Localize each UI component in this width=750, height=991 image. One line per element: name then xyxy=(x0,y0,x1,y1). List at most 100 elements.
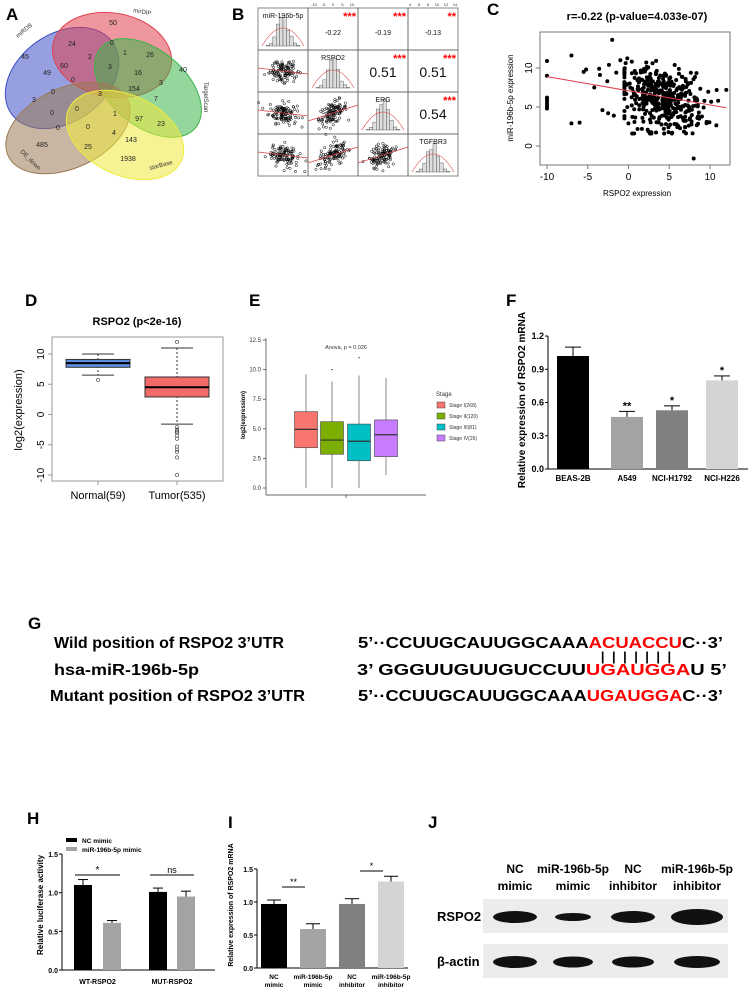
legend-label: miR-196b-5p mimic xyxy=(82,847,142,854)
scatter-point xyxy=(577,120,582,125)
protein-band xyxy=(612,956,654,968)
scatter-point xyxy=(389,150,393,154)
scatter-point xyxy=(328,118,332,122)
scatter-point xyxy=(618,58,623,63)
lane-label: mimic xyxy=(498,879,533,893)
sequence-suffix: U 5’ xyxy=(690,662,727,679)
western-blot: NCmimicmiR-196b-5pmimicNCinhibitormiR-19… xyxy=(437,862,733,978)
scatter-point xyxy=(288,162,292,165)
scatter-point xyxy=(622,96,627,101)
lane-label: miR-196b-5p xyxy=(537,862,609,876)
box xyxy=(320,421,344,455)
scatter-point xyxy=(328,147,332,151)
scatter-point xyxy=(282,120,286,124)
y-tick-label: 5 xyxy=(524,104,535,110)
sequence-row-label: hsa-miR-196b-5p xyxy=(54,662,199,679)
scatter-point xyxy=(261,106,265,110)
protein-band xyxy=(674,956,720,968)
scatter-point xyxy=(294,160,298,164)
scatter-point xyxy=(652,87,657,92)
venn-region-count: 4 xyxy=(112,130,116,137)
scatter-point xyxy=(630,86,635,91)
scatter-point xyxy=(277,72,281,75)
scatter-point xyxy=(724,87,729,92)
scatter-point xyxy=(660,98,665,103)
venn-region-count: 97 xyxy=(135,116,143,123)
x-tick-label: MUT-RSPO2 xyxy=(152,979,193,986)
scatter-point xyxy=(394,145,398,149)
scatter-point xyxy=(324,132,328,136)
scatter-point xyxy=(661,126,666,131)
scatter-point xyxy=(597,73,602,78)
scatter-point xyxy=(287,100,291,103)
scatter-point xyxy=(381,147,385,151)
histogram-bar xyxy=(332,58,337,89)
scatter-point xyxy=(384,144,387,148)
scatter-point xyxy=(337,154,341,158)
scatter-point xyxy=(330,114,334,118)
scatter-point xyxy=(286,159,290,163)
scatter-point xyxy=(683,114,688,119)
histogram-bar xyxy=(422,163,427,173)
scatter-point xyxy=(693,103,698,108)
bar xyxy=(378,881,404,968)
y-tick-label: -10 xyxy=(36,467,47,482)
venn-region-count: 3 xyxy=(108,64,112,71)
scatter-point xyxy=(339,143,342,147)
scatter-point xyxy=(280,115,284,119)
scatter-point xyxy=(276,157,280,161)
scatter-point xyxy=(656,91,661,96)
scatter-point xyxy=(701,105,706,110)
scatter-point xyxy=(622,72,627,77)
scatter-point xyxy=(271,72,275,76)
legend-swatch xyxy=(436,423,446,431)
x-tick-label: Tumor(535) xyxy=(148,490,205,502)
histogram-bar xyxy=(393,126,397,131)
legend-label: Stage IV(26) xyxy=(449,436,477,442)
protein-band xyxy=(671,909,723,925)
scatter-point xyxy=(681,129,686,134)
scatter-point xyxy=(276,62,280,66)
scatter-point xyxy=(642,69,647,74)
scatter-point xyxy=(333,119,337,123)
scatter-point xyxy=(688,116,693,121)
scatter-point xyxy=(637,107,642,112)
tick-label: 0 xyxy=(332,2,335,7)
scatter-point xyxy=(333,155,336,159)
variable-label: RSPO2 xyxy=(321,55,345,62)
y-tick-label: 1.5 xyxy=(48,852,58,859)
scatter-point xyxy=(272,156,276,160)
scatter-point xyxy=(704,121,709,126)
scatter-point xyxy=(665,115,670,120)
scatter-point xyxy=(656,81,661,86)
scatter-point xyxy=(647,131,652,136)
scatter-point xyxy=(649,113,654,118)
scatter-point xyxy=(333,104,337,108)
scatter-point xyxy=(338,103,342,107)
significance-label: ** xyxy=(290,877,298,887)
y-tick-label: 0.5 xyxy=(243,933,253,940)
scatter-point xyxy=(291,105,295,109)
scatter-point xyxy=(287,123,291,127)
y-tick-label: 1.2 xyxy=(531,331,544,341)
density-curve xyxy=(311,69,355,89)
scatter-point xyxy=(293,122,296,126)
y-tick-label: 10.0 xyxy=(249,368,261,374)
scatter-point xyxy=(271,151,275,155)
y-tick-label: -5 xyxy=(36,440,47,449)
scatter-point xyxy=(696,121,701,126)
scatter-point xyxy=(286,67,290,71)
panel-label-a: A xyxy=(6,5,18,24)
scatter-point xyxy=(341,156,345,160)
histogram-bar xyxy=(265,45,270,47)
correlation-matrix: miR-196b-5pRSPO2ERGTGFBR3-0.22***-0.19**… xyxy=(257,2,459,177)
scatter-point xyxy=(378,162,382,166)
scatter-point xyxy=(665,109,670,114)
scatter-point xyxy=(285,166,289,170)
scatter-point xyxy=(329,157,332,161)
scatter-point xyxy=(606,62,611,67)
scatter-point xyxy=(388,156,392,160)
legend-label: Stage II(120) xyxy=(449,414,478,420)
scatter-point xyxy=(295,75,298,78)
outlier-point xyxy=(175,447,179,452)
